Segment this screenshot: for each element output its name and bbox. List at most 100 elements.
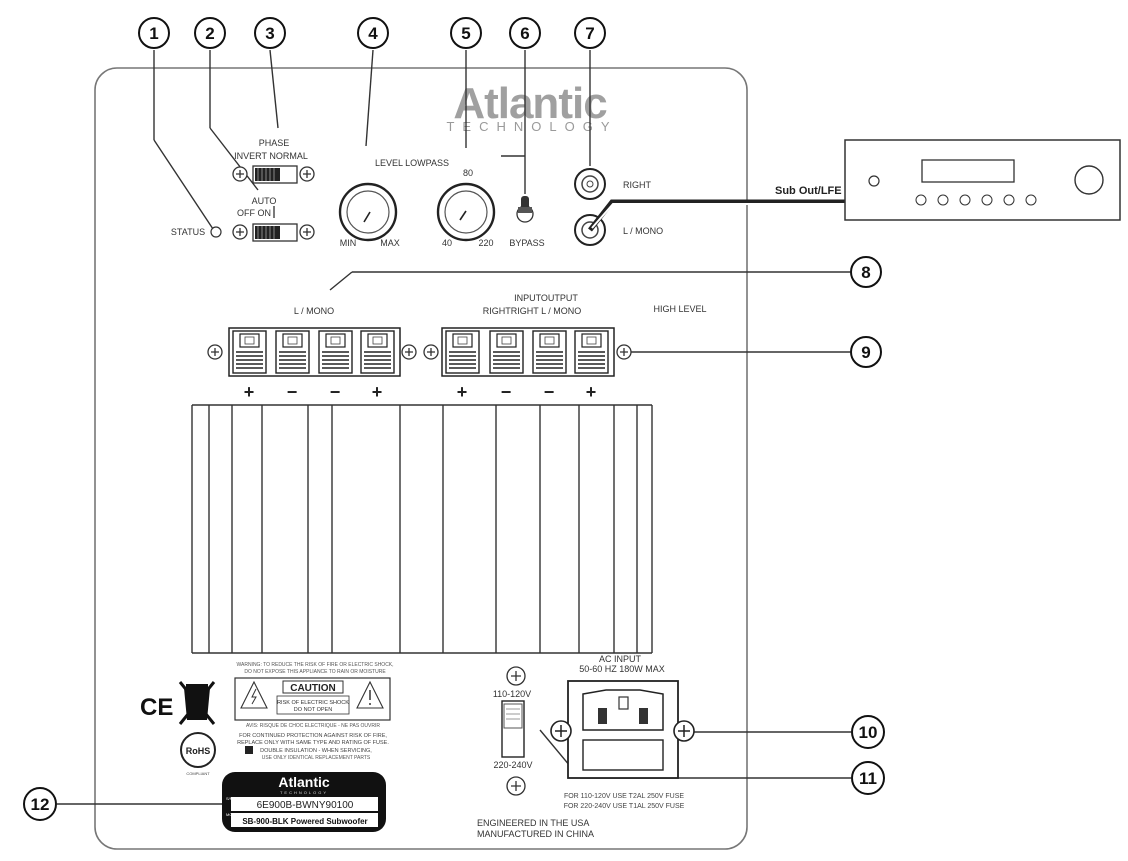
speaker-terminal[interactable] xyxy=(574,330,609,374)
callout-9: 9 xyxy=(850,336,882,368)
weee-bin-icon xyxy=(178,681,216,725)
lowpass-220-label: 220 xyxy=(478,238,493,248)
svg-text:DO NOT OPEN: DO NOT OPEN xyxy=(294,707,332,713)
svg-text:RISK OF ELECTRIC SHOCK: RISK OF ELECTRIC SHOCK xyxy=(277,700,349,706)
svg-text:Atlantic: Atlantic xyxy=(278,774,330,790)
warning-top-line2: DO NOT EXPOSE THIS APPLIANCE TO RAIN OR … xyxy=(244,669,386,675)
polarity-r4: + xyxy=(586,382,597,402)
double-insulation-icon xyxy=(245,746,253,754)
lowpass-80-label: 80 xyxy=(463,168,473,178)
right-right-lmono-label: RIGHTRIGHT L / MONO xyxy=(483,306,582,316)
ce-mark: CE xyxy=(140,694,173,721)
invert-normal-label: INVERT NORMAL xyxy=(234,151,308,161)
polarity-r2: − xyxy=(501,382,512,402)
high-level-label: HIGH LEVEL xyxy=(653,304,706,314)
svg-text:10: 10 xyxy=(859,723,878,742)
svg-text:7: 7 xyxy=(585,24,594,43)
voltage-selector-switch[interactable] xyxy=(501,666,526,796)
fuse-spec-110: FOR 110-120V USE T2AL 250V FUSE xyxy=(564,793,684,800)
svg-text:COMPLIANT: COMPLIANT xyxy=(186,771,210,776)
svg-text:4: 4 xyxy=(368,24,378,43)
speaker-terminal[interactable] xyxy=(318,330,353,374)
svg-text:11: 11 xyxy=(859,769,877,788)
av-receiver xyxy=(844,139,1121,221)
serial-number: 6E900B-BWNY90100 xyxy=(257,800,354,811)
speaker-terminal[interactable] xyxy=(232,330,267,374)
ac-input-title: AC INPUT xyxy=(599,654,642,664)
fuse-warning-line1: FOR CONTINUED PROTECTION AGAINST RISK OF… xyxy=(239,733,387,739)
heatsink xyxy=(191,404,653,654)
lowpass-40-label: 40 xyxy=(442,238,452,248)
speaker-terminal[interactable] xyxy=(489,330,524,374)
voltage-220-label: 220-240V xyxy=(493,760,532,770)
phase-switch[interactable] xyxy=(232,165,315,184)
ac-input-spec: 50-60 HZ 180W MAX xyxy=(579,664,665,674)
caution-label: CAUTION RISK OF ELECTRIC SHOCK DO NOT OP… xyxy=(234,677,391,721)
polarity-l2: − xyxy=(287,382,298,402)
callout-5: 5 xyxy=(450,17,482,49)
level-max-label: MAX xyxy=(380,238,400,248)
svg-text:1: 1 xyxy=(149,24,158,43)
svg-text:TECHNOLOGY: TECHNOLOGY xyxy=(446,119,617,134)
avis-warning: AVIS: RISQUE DE CHOC ELECTRIQUE - NE PAS… xyxy=(246,723,380,729)
speaker-terminal[interactable] xyxy=(360,330,395,374)
callout-11: 11 xyxy=(851,761,885,795)
double-insulation-text-2: USE ONLY IDENTICAL REPLACEMENT PARTS xyxy=(262,755,371,761)
callout-1: 1 xyxy=(138,17,170,49)
model-name: SB-900-BLK Powered Subwoofer xyxy=(242,817,367,826)
svg-text:3: 3 xyxy=(265,24,274,43)
rca-l-mono-label: L / MONO xyxy=(623,226,663,236)
rear-panel xyxy=(94,67,748,850)
polarity-l4: + xyxy=(372,382,383,402)
bypass-toggle[interactable] xyxy=(516,196,534,223)
svg-text:9: 9 xyxy=(861,343,870,362)
sub-out-lfe-label: Sub Out/LFE xyxy=(775,185,842,197)
lowpass-knob[interactable] xyxy=(436,182,496,242)
input-output-label: INPUTOUTPUT xyxy=(514,293,578,303)
phase-label: PHASE xyxy=(259,138,290,148)
svg-text:S/N: S/N xyxy=(226,796,233,801)
polarity-r1: + xyxy=(457,382,468,402)
rca-jack-right[interactable] xyxy=(574,168,606,200)
rca-right-label: RIGHT xyxy=(623,180,652,190)
ac-power-inlet[interactable] xyxy=(550,680,695,779)
rohs-logo: RoHS COMPLIANT xyxy=(180,732,216,776)
polarity-r3: − xyxy=(544,382,555,402)
callout-10: 10 xyxy=(851,715,885,749)
svg-text:2: 2 xyxy=(205,24,214,43)
serial-label: Atlantic TECHNOLOGY S/N 6E900B-BWNY90100… xyxy=(222,772,386,832)
auto-power-switch[interactable] xyxy=(232,223,315,242)
speaker-terminal[interactable] xyxy=(275,330,310,374)
status-label: STATUS xyxy=(171,227,205,237)
svg-text:12: 12 xyxy=(31,795,50,814)
svg-text:Atlantic: Atlantic xyxy=(453,79,607,128)
callout-7: 7 xyxy=(574,17,606,49)
svg-text:TECHNOLOGY: TECHNOLOGY xyxy=(280,790,328,795)
shock-warning-icon xyxy=(240,680,268,709)
speaker-terminal[interactable] xyxy=(445,330,480,374)
callout-12: 12 xyxy=(23,787,57,821)
callout-4: 4 xyxy=(357,17,389,49)
atlantic-logo: Atlantic TECHNOLOGY xyxy=(446,79,617,134)
voltage-110-label: 110-120V xyxy=(493,689,531,699)
svg-text:CAUTION: CAUTION xyxy=(290,683,336,694)
level-lowpass-label: LEVEL LOWPASS xyxy=(375,158,449,168)
polarity-l3: − xyxy=(330,382,341,402)
auto-label: AUTO xyxy=(252,196,277,206)
svg-text:5: 5 xyxy=(461,24,470,43)
callout-6: 6 xyxy=(509,17,541,49)
bypass-label: BYPASS xyxy=(509,238,544,248)
fuse-warning-line2: REPLACE ONLY WITH SAME TYPE AND RATING O… xyxy=(237,740,389,746)
callout-2: 2 xyxy=(194,17,226,49)
off-on-label: OFF ON xyxy=(237,208,271,218)
level-knob[interactable] xyxy=(338,182,398,242)
warning-top-line1: WARNING: TO REDUCE THE RISK OF FIRE OR E… xyxy=(236,662,393,668)
speaker-terminal[interactable] xyxy=(532,330,567,374)
callout-3: 3 xyxy=(254,17,286,49)
fuse-spec-220: FOR 220-240V USE T1AL 250V FUSE xyxy=(564,803,685,810)
callout-8: 8 xyxy=(850,256,882,288)
hl-l-mono-label: L / MONO xyxy=(294,306,334,316)
manufactured-in-china: MANUFACTURED IN CHINA xyxy=(477,829,594,839)
status-led xyxy=(210,226,222,238)
